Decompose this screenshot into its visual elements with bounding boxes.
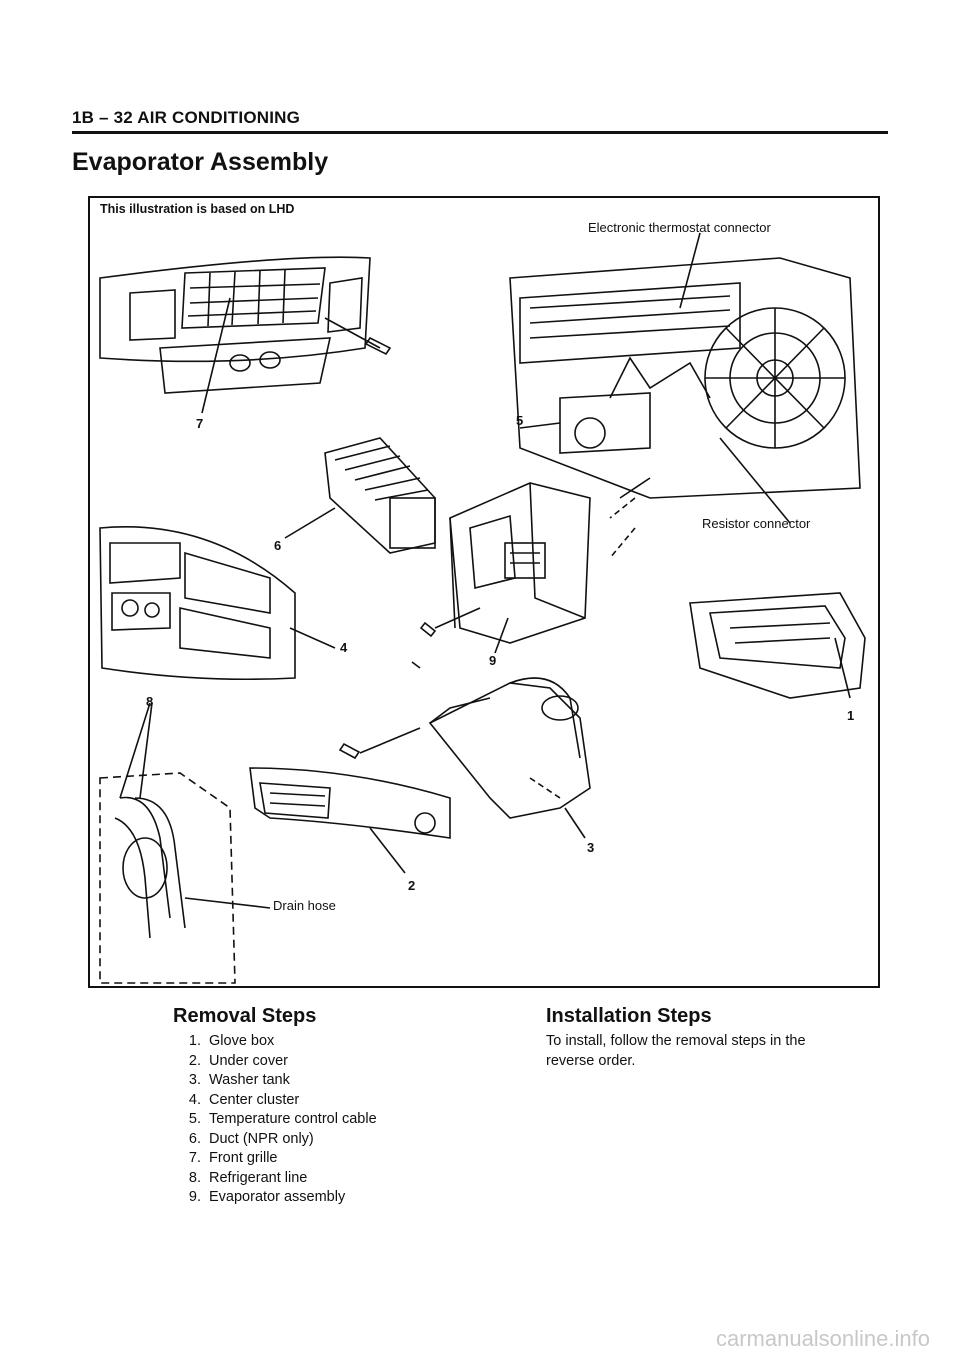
list-item: 1.Glove box xyxy=(188,1033,275,1049)
list-item: 7.Front grille xyxy=(188,1150,278,1166)
list-item: 5.Temperature control cable xyxy=(188,1111,377,1127)
illustration-drawing xyxy=(99,232,866,984)
installation-heading: Installation Steps xyxy=(546,1005,712,1027)
front-grille-drawing xyxy=(99,256,392,414)
list-item: 6.Duct (NPR only) xyxy=(188,1130,314,1147)
list-item: 9.Evaporator assembly xyxy=(188,1189,346,1205)
removal-heading: Removal Steps xyxy=(173,1005,317,1027)
callout-1: 1 xyxy=(847,708,855,723)
under-cover-drawing xyxy=(249,767,451,874)
section-header: 1B – 32 AIR CONDITIONING xyxy=(72,108,301,127)
list-item: 3.Washer tank xyxy=(188,1072,290,1088)
callout-4: 4 xyxy=(340,640,348,655)
page-title: Evaporator Assembly xyxy=(72,148,329,176)
callout-6: 6 xyxy=(274,538,282,553)
callout-3: 3 xyxy=(587,840,595,855)
list-item: 4.Center cluster xyxy=(188,1091,300,1108)
label-resistor-connector: Resistor connector xyxy=(702,516,811,531)
washer-tank-drawing xyxy=(338,677,591,839)
center-cluster-drawing xyxy=(99,526,336,681)
illustration-note: This illustration is based on LHD xyxy=(100,202,295,216)
callout-7: 7 xyxy=(196,416,204,431)
removal-list: 1.Glove box 2.Under cover 3.Washer tank … xyxy=(173,1032,377,1208)
exploded-view-illustration: This illustration is based on LHD Electr… xyxy=(88,196,880,988)
installation-text: To install, follow the removal steps in … xyxy=(546,1033,806,1069)
refrigerant-line-inset-drawing xyxy=(99,702,271,984)
list-item: 8.Refrigerant line xyxy=(188,1169,308,1186)
label-thermostat-connector: Electronic thermostat connector xyxy=(588,220,771,235)
callout-2: 2 xyxy=(408,878,416,893)
evaporator-housing-drawing xyxy=(449,482,591,654)
callout-8: 8 xyxy=(146,694,154,709)
callout-5: 5 xyxy=(516,413,524,428)
removal-steps: Removal Steps 1.Glove box 2.Under cover … xyxy=(173,1005,377,1208)
header-rule xyxy=(72,131,888,134)
list-item: 2.Under cover xyxy=(188,1052,288,1069)
label-drain-hose: Drain hose xyxy=(273,898,336,913)
blower-unit-drawing xyxy=(509,232,861,524)
callout-9: 9 xyxy=(489,653,497,668)
watermark: carmanualsonline.info xyxy=(715,1326,930,1351)
glove-box-drawing xyxy=(689,592,866,699)
duct-drawing xyxy=(284,437,436,554)
installation-steps: Installation Steps To install, follow th… xyxy=(546,1005,846,1071)
